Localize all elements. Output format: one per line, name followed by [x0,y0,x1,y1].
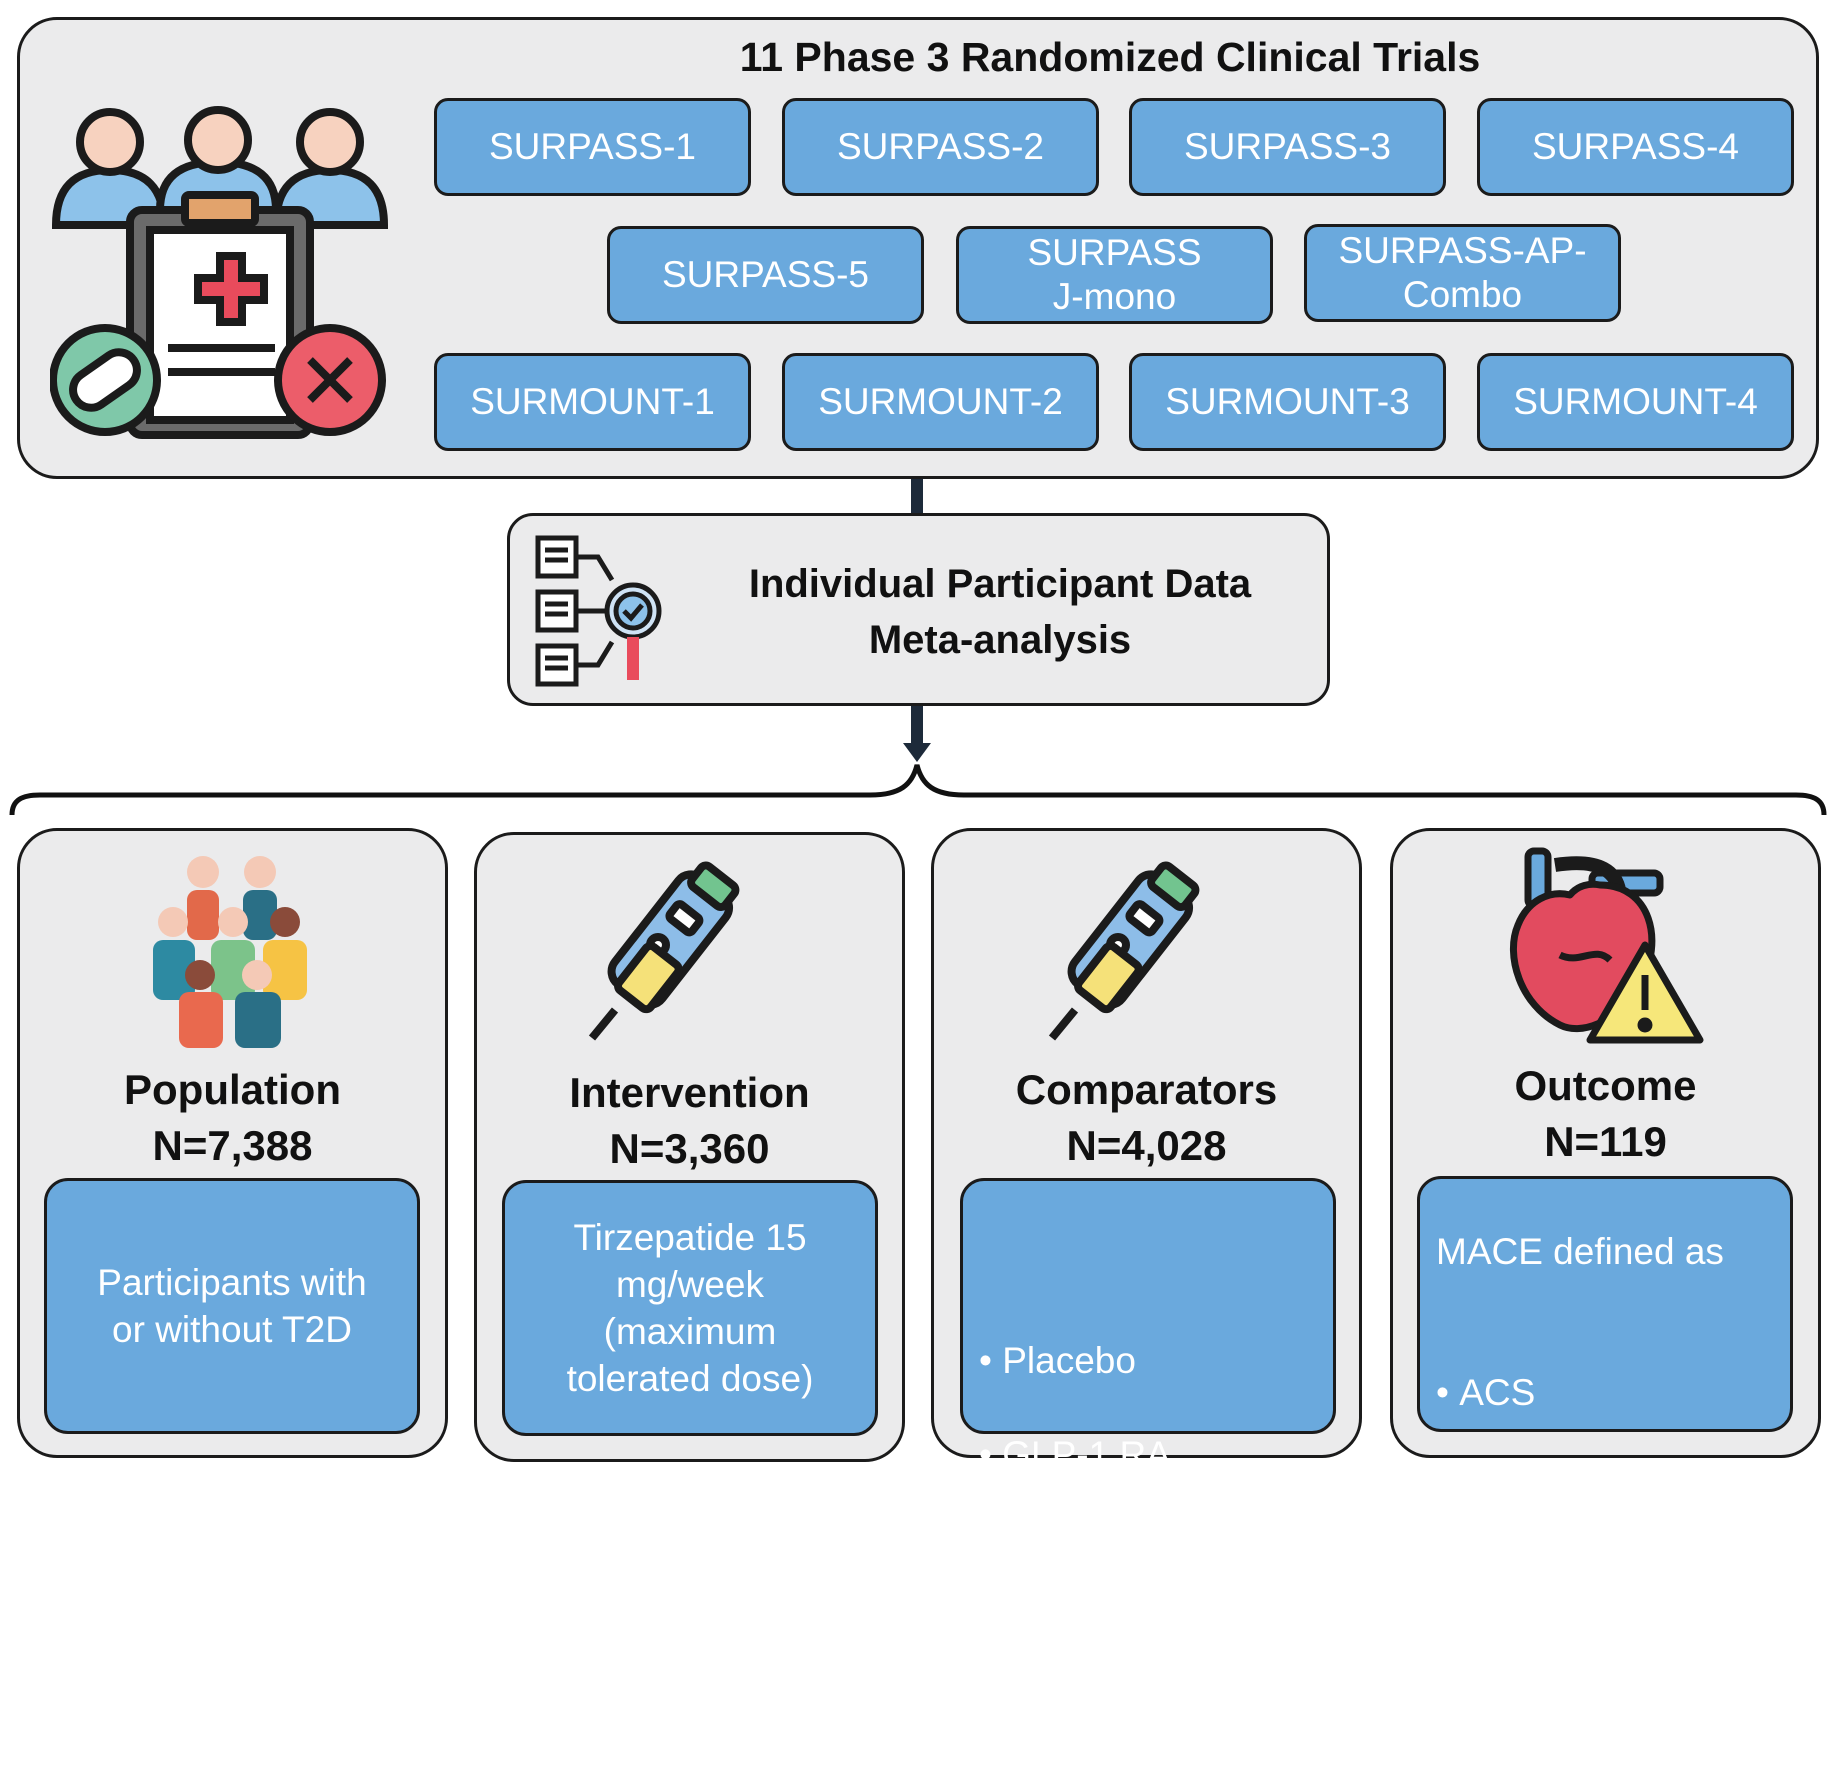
injection-pen-icon [1048,861,1200,1041]
trial-box-surpass-5: SURPASS-5 [607,226,924,324]
list-item: GLP-1 RA [979,1431,1333,1478]
population-icon [153,856,307,1048]
outcome-box: MACE defined as ACS CVA HF Hospitalizati… [1417,1176,1793,1695]
ipd-title: Individual Participant Data Meta-analysi… [748,562,1252,662]
trial-box-surpass-ap-combo: SURPASS-AP- Combo [1304,224,1621,322]
intervention-title: Intervention N=3,360 [569,1069,810,1172]
trial-box-surmount-1: SURMOUNT-1 [434,353,751,451]
outcome-intro: MACE defined as [1436,1231,1724,1272]
trial-box-surpass-j-mono: SURPASS J-mono [956,226,1273,324]
data-analysis-icon [535,535,662,687]
list-item: Placebo [979,1337,1333,1384]
population-description: Participants with or without T2D [97,1262,367,1350]
trials-heading: 11 Phase 3 Randomized Clinical Trials [739,34,1481,80]
trial-box-surpass-3: SURPASS-3 [1129,98,1446,196]
intervention-description: Tirzepatide 15 mg/week (maximum tolerate… [566,1217,814,1399]
trial-box-surpass-4: SURPASS-4 [1477,98,1794,196]
population-box: Participants with or without T2D [44,1178,420,1434]
list-item: CVA [1436,1463,1790,1510]
clinical-trial-icon [50,106,389,439]
comparators-title: Comparators N=4,028 [1015,1066,1278,1169]
flow-connectors [9,478,1827,816]
trial-box-surpass-2: SURPASS-2 [782,98,1099,196]
outcome-list: ACS CVA HF Hospitalization CV Death [1436,1322,1790,1745]
trial-box-surmount-3: SURMOUNT-3 [1129,353,1446,451]
injection-pen-icon [588,861,740,1041]
trial-box-surpass-1: SURPASS-1 [434,98,751,196]
intervention-box: Tirzepatide 15 mg/week (maximum tolerate… [502,1180,878,1436]
population-title: Population N=7,388 [124,1066,341,1169]
list-item: HF Hospitalization [1436,1557,1790,1604]
heart-warning-icon [1509,847,1704,1044]
comparators-box: Placebo GLP-1 RA Insulin [960,1178,1336,1569]
trial-box-surmount-4: SURMOUNT-4 [1477,353,1794,451]
list-item: CV Death [1436,1651,1790,1698]
list-item: ACS [1436,1369,1790,1416]
outcome-title: Outcome N=119 [1514,1062,1697,1165]
list-item: Insulin [979,1525,1333,1572]
comparators-list: Placebo GLP-1 RA Insulin [979,1290,1333,1619]
trial-box-surmount-2: SURMOUNT-2 [782,353,1099,451]
